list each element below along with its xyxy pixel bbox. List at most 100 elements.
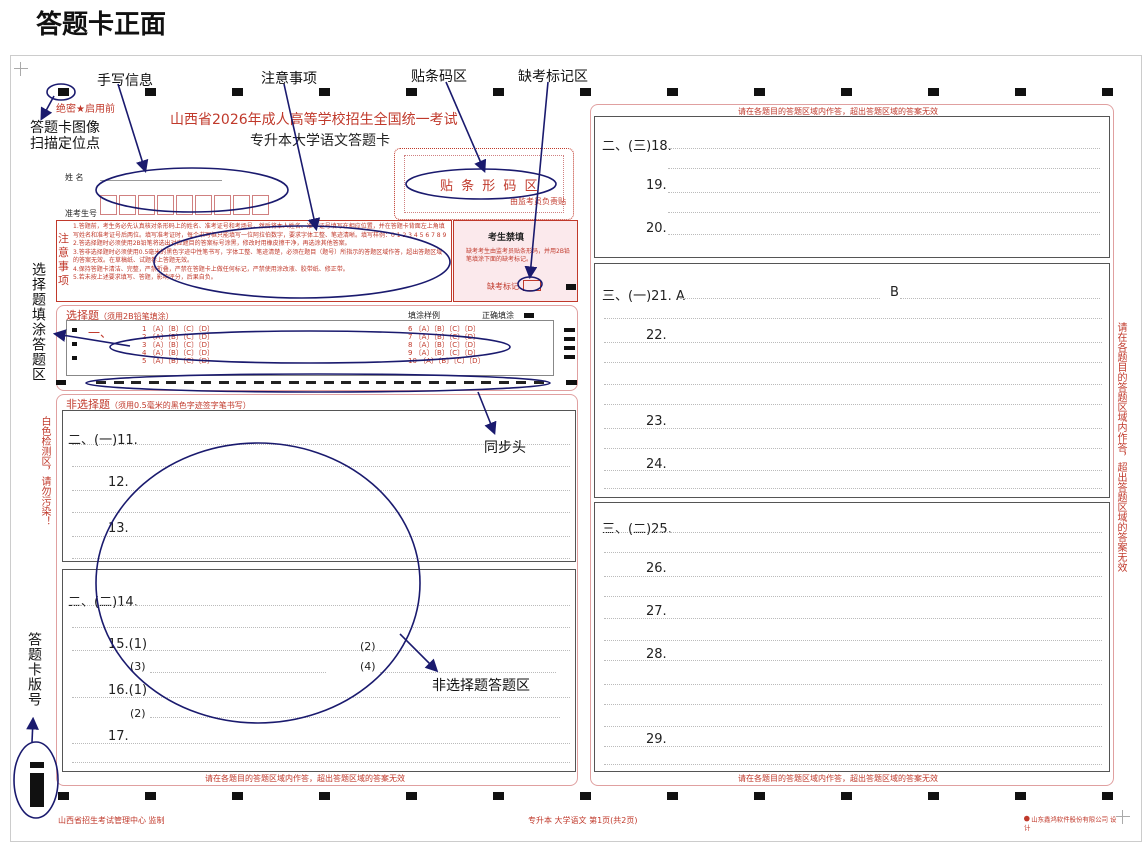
right-top-notice: 请在各题目的答题区域内作答，超出答题区域的答案无效 (738, 107, 938, 116)
sync-dash (323, 381, 334, 384)
white-detection-zone: 白色检测区，请勿污染！ (39, 416, 50, 526)
answer-box-25-29[interactable] (594, 502, 1110, 772)
timing-mark (493, 792, 504, 800)
answer-line (604, 428, 1102, 429)
id-digit-box[interactable] (233, 195, 250, 215)
sync-dash (411, 381, 421, 384)
timing-mark (754, 792, 765, 800)
notice-box (56, 220, 452, 302)
answer-line (668, 192, 1100, 193)
answer-line (72, 762, 570, 763)
notice-item: 2.答选择题时必须使用2B铅笔将选出对应题目的答案标号涂黑，修改时用橡皮擦干净，… (73, 240, 351, 247)
answer-line (72, 466, 570, 467)
correct-fill-sample (524, 313, 534, 318)
choice-row[interactable]: 10 〔A〕〔B〕〔C〕〔D〕 (408, 357, 485, 365)
answer-line (72, 627, 570, 628)
choice-row[interactable]: 1 〔A〕〔B〕〔C〕〔D〕 (142, 325, 215, 333)
timing-mark (754, 88, 765, 96)
sync-dash (481, 381, 491, 384)
id-digit-box[interactable] (195, 195, 212, 215)
timing-mark (58, 88, 69, 96)
timing-mark (841, 88, 852, 96)
answer-line (150, 672, 326, 673)
sync-dash (131, 381, 141, 384)
answer-box-21-24[interactable] (594, 263, 1110, 498)
id-digit-box[interactable] (138, 195, 155, 215)
answer-line (604, 532, 1102, 533)
timing-mark (841, 792, 852, 800)
question-15-part4: (4) (360, 660, 376, 673)
sync-dash (516, 381, 526, 384)
timing-mark (1015, 792, 1026, 800)
name-field[interactable] (100, 180, 222, 181)
answer-line (604, 488, 1102, 489)
annotation-choice-area: 选择题填涂答题区 (30, 262, 46, 382)
sync-dash (113, 381, 124, 384)
version-mark (30, 773, 44, 807)
answer-line (604, 470, 1102, 471)
notice-item: 5.若未按上述要求填写、答题，影响评分，后果自负。 (73, 274, 217, 281)
id-digit-box[interactable] (176, 195, 193, 215)
sync-dash (218, 381, 229, 384)
sync-dash (183, 381, 194, 384)
sync-dash (166, 381, 176, 384)
timing-mark (928, 792, 939, 800)
answer-line (380, 650, 556, 651)
sync-dash (341, 381, 351, 384)
sync-dash (498, 381, 509, 384)
sample-label: 填涂样例 (408, 311, 440, 320)
answer-box-11-13[interactable] (62, 410, 576, 562)
id-digit-box[interactable] (157, 195, 174, 215)
answer-line (150, 650, 326, 651)
id-digit-box[interactable] (214, 195, 231, 215)
sync-dash (306, 381, 316, 384)
answer-line (604, 746, 1102, 747)
answer-line (72, 605, 570, 606)
answer-line (604, 726, 1102, 727)
notice-item: 3.答非选择题时必须使用0.5毫米的黑色字迹中性笔书写，字体工整、笔迹清楚，必须… (73, 248, 443, 265)
question-19: 19. (646, 178, 667, 193)
answer-line (604, 640, 1102, 641)
annotation-scan-anchor: 答题卡图像 扫描定位点 (30, 120, 100, 152)
question-11: 二、(一)11. (68, 433, 138, 448)
left-area-notice: 请在各题目的答题区域内作答，超出答题区域的答案无效 (205, 774, 405, 783)
answer-line (604, 342, 1102, 343)
exam-title: 山西省2026年成人高等学校招生全国统一考试 (170, 112, 458, 128)
absent-mark-box[interactable] (523, 280, 541, 291)
answer-line (604, 618, 1102, 619)
answer-line (668, 148, 1100, 149)
answer-line (604, 552, 1102, 553)
sync-dash (96, 381, 106, 384)
id-digit-box[interactable] (252, 195, 269, 215)
sync-dash (201, 381, 211, 384)
absent-mark-label: 缺考标记 (487, 282, 519, 291)
sync-dash (236, 381, 246, 384)
choice-row[interactable]: 5 〔A〕〔B〕〔C〕〔D〕 (142, 357, 215, 365)
answer-line (72, 490, 570, 491)
choice-title: 选择题（须用2B铅笔填涂） (66, 309, 174, 322)
answer-box-18-20[interactable] (594, 116, 1110, 258)
sync-dash (376, 381, 386, 384)
answer-line (604, 384, 1102, 385)
timing-mark (580, 88, 591, 96)
answer-line (604, 318, 1102, 319)
candidate-id-label: 准考生号 (65, 209, 97, 218)
question-16: 16.(1) (108, 683, 148, 698)
answer-line (380, 672, 556, 673)
id-digit-box[interactable] (100, 195, 117, 215)
timing-mark (1102, 792, 1113, 800)
annotation-absent-mark: 缺考标记区 (518, 69, 588, 85)
question-15-part3: (3) (130, 660, 146, 673)
id-digit-box[interactable] (119, 195, 136, 215)
notice-item: 1.答题前，考生务必先认真核对条形码上的姓名、准考证号和考场号，然后将本人姓名、… (73, 223, 447, 239)
choice-row[interactable]: 6 〔A〕〔B〕〔C〕〔D〕 (408, 325, 481, 333)
answer-line (604, 576, 1102, 577)
timing-mark (566, 284, 576, 290)
answer-line (604, 660, 1102, 661)
annotation-handwriting: 手写信息 (97, 73, 153, 89)
question-23: 23. (646, 414, 667, 429)
timing-mark (58, 792, 69, 800)
timing-mark (319, 88, 330, 96)
version-mark-top (30, 762, 44, 768)
forbidden-text: 缺考考生由监考员贴条形码，并用2B铅笔填涂下面的缺考标记。 (466, 248, 570, 263)
